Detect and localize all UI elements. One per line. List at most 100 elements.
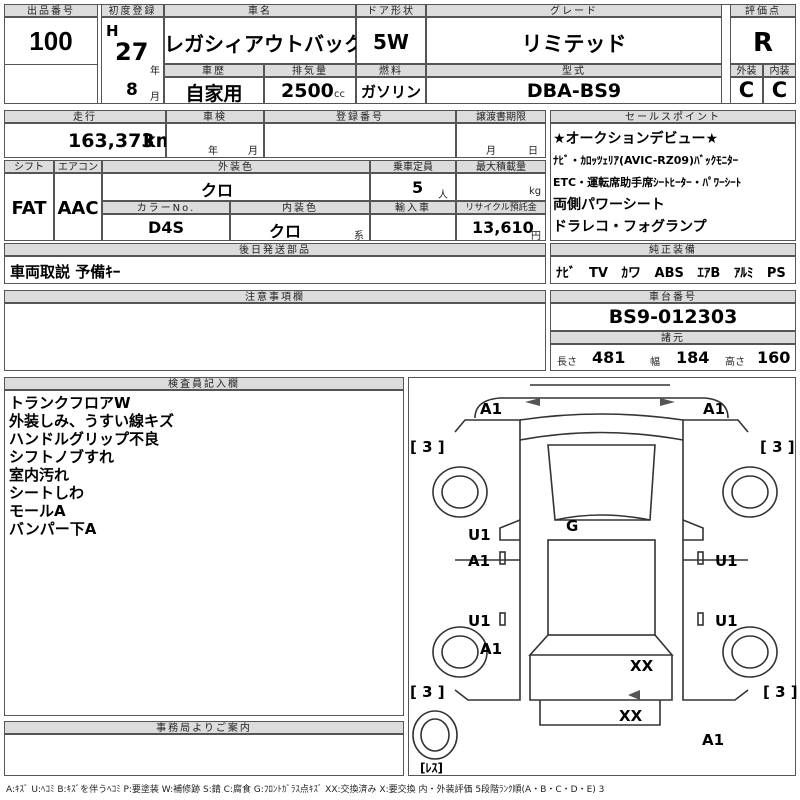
history-cell [164,77,264,104]
transfer-month-unit: 月 [486,146,496,157]
legend: A:ｷｽﾞ U:ﾍｺﾐ B:ｷｽﾞを伴うﾍｺﾐ P:要塗装 W:補修跡 S:錆 … [6,785,605,795]
inspector-cell [4,390,404,716]
grade-label: グレード [426,4,722,17]
color-no-cell [102,214,230,241]
inspector-note: モールA [9,502,66,520]
interior-cell [763,77,796,104]
mileage-label: 走行 [4,110,166,123]
sales-cell [550,123,796,241]
capacity-label: 乗車定員 [370,160,456,173]
grade-cell [426,17,722,64]
inspector-note: シートしわ [9,484,85,502]
chassis-cell [550,303,796,331]
era: H [106,22,119,40]
damage-mark: U1 [715,552,738,570]
exterior: C [738,78,755,102]
first-reg-cell [101,17,164,104]
sales-point: 両側パワーシート [553,197,665,213]
color-no: D4S [148,218,184,237]
width-label: 幅 [650,357,660,368]
ac-label: エアコン [54,160,102,173]
equipment-item: ﾅﾋﾞ [556,266,576,281]
max-load-label: 最大積載量 [456,160,546,173]
equipment-item: TV [589,266,608,281]
ext-color: クロ [200,181,233,200]
fuel: ガソリン [360,83,421,101]
interior: C [771,78,788,102]
transfer-cell [456,123,546,158]
inspector-note: トランクフロアW [9,394,131,412]
damage-diagram-frame [408,377,796,776]
chassis-label: 車台番号 [550,290,796,303]
year-unit: 年 [150,66,160,77]
chassis-number: BS9-012303 [608,306,738,328]
equipment-item: ｴｱB [697,266,721,281]
equipment-label: 純正装備 [550,243,796,256]
length: 481 [592,348,626,367]
ext-color-label: 外装色 [102,160,370,173]
equipment-item: ABS [654,266,684,281]
lot-no-blank [4,64,98,104]
registration-label: 登録番号 [264,110,456,123]
spare-tire-label: [ﾚｽ] [420,761,443,775]
capacity-cell [370,173,456,201]
damage-mark: U1 [468,526,491,544]
first-reg-label: 初度登録 [101,4,164,17]
inspection-year-unit: 年 [208,146,218,157]
damage-mark: [ 3 ] [410,683,445,701]
history-label: 車歴 [164,64,264,77]
specs-cell [550,344,796,371]
reg-month: 8 [126,80,138,100]
grade: リミテッド [521,32,627,56]
model-label: 型式 [426,64,722,77]
ext-color-cell [102,173,370,201]
car-name-cell [164,17,356,64]
int-color-label: 内装色 [230,201,370,214]
sales-points: ★オークションデビュー★ ﾅﾋﾞ・ｶﾛｯﾂｪﾘｱ(AVIC-RZ09)ﾊﾞｯｸﾓ… [553,128,741,238]
displacement-cell [264,77,356,104]
damage-mark: [ 3 ] [410,438,445,456]
damage-mark: [ 3 ] [763,683,798,701]
capacity: 5 [412,178,424,197]
mileage: 163,373 [68,130,155,152]
recycle: 13,610 [472,218,534,237]
car-name-label: 車名 [164,4,356,17]
inspector-notes: トランクフロアW 外装しみ、うすい線キズ ハンドルグリップ不良 シフトノブすれ … [9,394,174,538]
int-color-cell [230,214,370,241]
series-unit: 系 [354,231,364,242]
score: R [752,28,774,58]
registration-cell [264,123,456,158]
shift-label: シフト [4,160,54,173]
ac: AAC [57,198,99,219]
damage-mark: XX [619,707,643,725]
notes-label: 注意事項欄 [4,290,546,303]
damage-mark: A1 [702,731,725,749]
equipment-item: ｱﾙﾐ [733,266,754,281]
inspector-note: バンパー下A [9,520,97,538]
color-no-label: カラーNo. [102,201,230,214]
month-unit: 月 [150,92,160,103]
lot-no: 100 [29,26,73,56]
cc-unit: cc [334,89,345,100]
exterior-label: 外装 [730,64,763,77]
inspection-label: 車検 [166,110,264,123]
damage-mark: A1 [468,552,491,570]
equipment-items: ﾅﾋﾞ TV ｶワ ABS ｴｱB ｱﾙﾐ PS PW [556,262,800,281]
recycle-cell [456,214,546,241]
office-label: 事務局よりご案内 [4,721,404,734]
model-cell [426,77,722,104]
later-items-label: 後日発送部品 [4,243,546,256]
shift-cell [4,173,54,241]
damage-mark: XX [630,657,654,675]
car-damage-diagram [412,384,778,760]
ac-cell [54,173,102,241]
fuel-label: 燃料 [356,64,426,77]
equipment-item: PS [766,266,786,281]
model: DBA-BS9 [526,80,622,102]
displacement: 2500 [281,80,334,102]
sales-point: ﾅﾋﾞ・ｶﾛｯﾂｪﾘｱ(AVIC-RZ09)ﾊﾞｯｸﾓﾆﾀｰ [553,154,739,167]
inspector-note: ハンドルグリップ不良 [9,430,160,448]
height: 160 [757,348,791,367]
width: 184 [676,348,710,367]
inspector-label: 検査員記入欄 [4,377,404,390]
